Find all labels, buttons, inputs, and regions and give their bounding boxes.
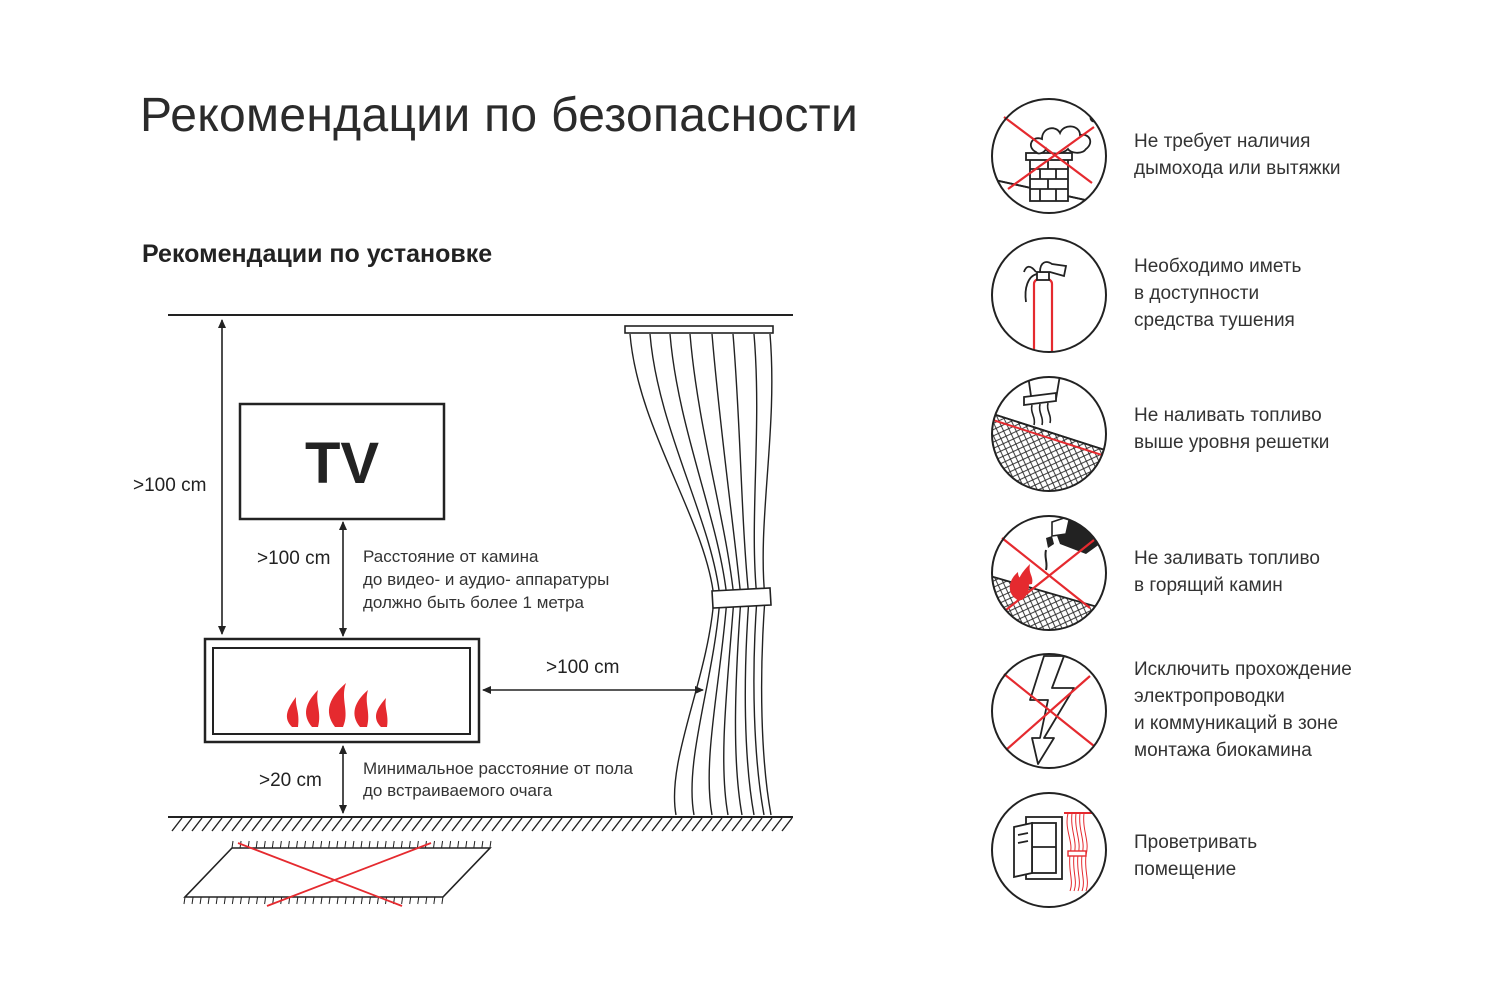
tv-box bbox=[238, 402, 446, 521]
fuel-level-grate-icon bbox=[991, 376, 1107, 492]
ceiling-distance-label: >100 cm bbox=[133, 475, 206, 496]
tip-no-chimney-text: Не требует наличия дымохода или вытяжки bbox=[1134, 131, 1341, 179]
no-refuel-burning-icon bbox=[991, 515, 1107, 631]
tv-label: TV bbox=[305, 431, 379, 496]
tip-ventilate: Проветривать помещение bbox=[990, 791, 1490, 909]
no-chimney-icon bbox=[991, 98, 1107, 214]
flames bbox=[286, 683, 388, 727]
rug bbox=[183, 840, 492, 907]
tip-no-wiring-text: Исключить прохождение электропроводки и … bbox=[1134, 659, 1352, 761]
tip-no-wiring: Исключить прохождение электропроводки и … bbox=[990, 652, 1490, 770]
tip-no-chimney: Не требует наличия дымохода или вытяжки bbox=[990, 97, 1490, 215]
tip-fuel-level-text: Не наливать топливо выше уровня решетки bbox=[1134, 405, 1330, 453]
no-wiring-icon bbox=[991, 653, 1107, 769]
curtain bbox=[624, 325, 774, 816]
curtain-distance-label: >100 cm bbox=[546, 657, 619, 678]
section-subtitle: Рекомендации по установке bbox=[142, 240, 493, 268]
tip-fuel-level: Не наливать топливо выше уровня решетки bbox=[990, 375, 1490, 493]
tip-no-refuel: Не заливать топливо в горящий камин bbox=[990, 514, 1490, 632]
tv-distance-note: Расстояние от камина до видео- и аудио- … bbox=[363, 547, 614, 612]
tip-no-refuel-text: Не заливать топливо в горящий камин bbox=[1134, 548, 1320, 596]
tip-extinguisher: Необходимо иметь в доступности средства … bbox=[990, 236, 1490, 354]
fire-extinguisher-icon bbox=[991, 237, 1107, 353]
installation-diagram: TV >100 cm >100 cm >100 cm >20 cm Рассто… bbox=[133, 314, 793, 907]
floor-distance-note: Минимальное расстояние от пола до встраи… bbox=[363, 759, 638, 800]
tv-distance-label: >100 cm bbox=[257, 548, 330, 569]
floor-line bbox=[168, 816, 793, 832]
page-title: Рекомендации по безопасности bbox=[140, 89, 859, 142]
tip-ventilate-text: Проветривать помещение bbox=[1134, 832, 1258, 880]
ventilate-room-icon bbox=[991, 792, 1107, 908]
tip-extinguisher-text: Необходимо иметь в доступности средства … bbox=[1134, 256, 1302, 331]
floor-distance-label: >20 cm bbox=[259, 770, 322, 791]
